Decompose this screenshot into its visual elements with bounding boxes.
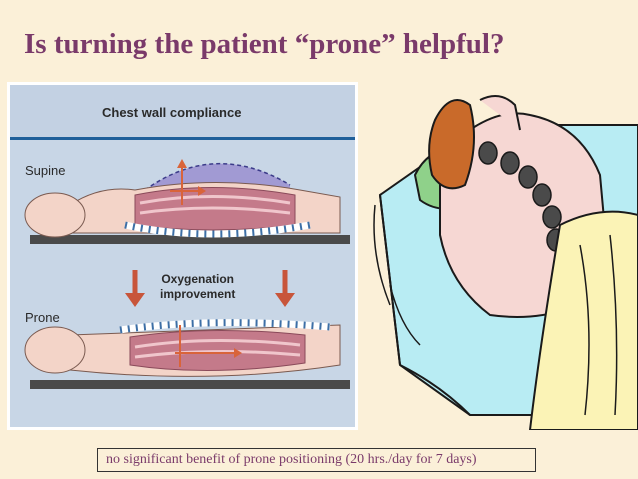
- figure-title: Chest wall compliance: [102, 105, 242, 120]
- figure-header-rule: [10, 137, 355, 140]
- blanket: [528, 210, 638, 430]
- supine-prone-diagram-icon: [24, 159, 350, 389]
- supine-label: Supine: [25, 163, 66, 178]
- prone-label: Prone: [25, 310, 60, 325]
- patient-head: [428, 99, 475, 190]
- figure-panel: Chest wall compliance: [10, 85, 355, 427]
- oxygenation-line1: Oxygenation: [161, 272, 235, 286]
- prone-patient-cartoon-icon: [373, 95, 638, 430]
- prone-head: [24, 326, 86, 374]
- slide-title: Is turning the patient “prone” helpful?: [24, 28, 505, 60]
- supine-head: [24, 192, 86, 238]
- caption-box: no significant benefit of prone position…: [97, 448, 536, 472]
- prone-table: [30, 380, 350, 389]
- chest-wall-figure: Chest wall compliance: [7, 82, 358, 430]
- caption-text: no significant benefit of prone position…: [106, 452, 477, 467]
- oxygenation-line2: improvement: [160, 287, 236, 301]
- supine-table: [30, 235, 350, 244]
- oxygenation-label: Oxygenation improvement: [160, 272, 235, 302]
- figure-header: [10, 85, 355, 137]
